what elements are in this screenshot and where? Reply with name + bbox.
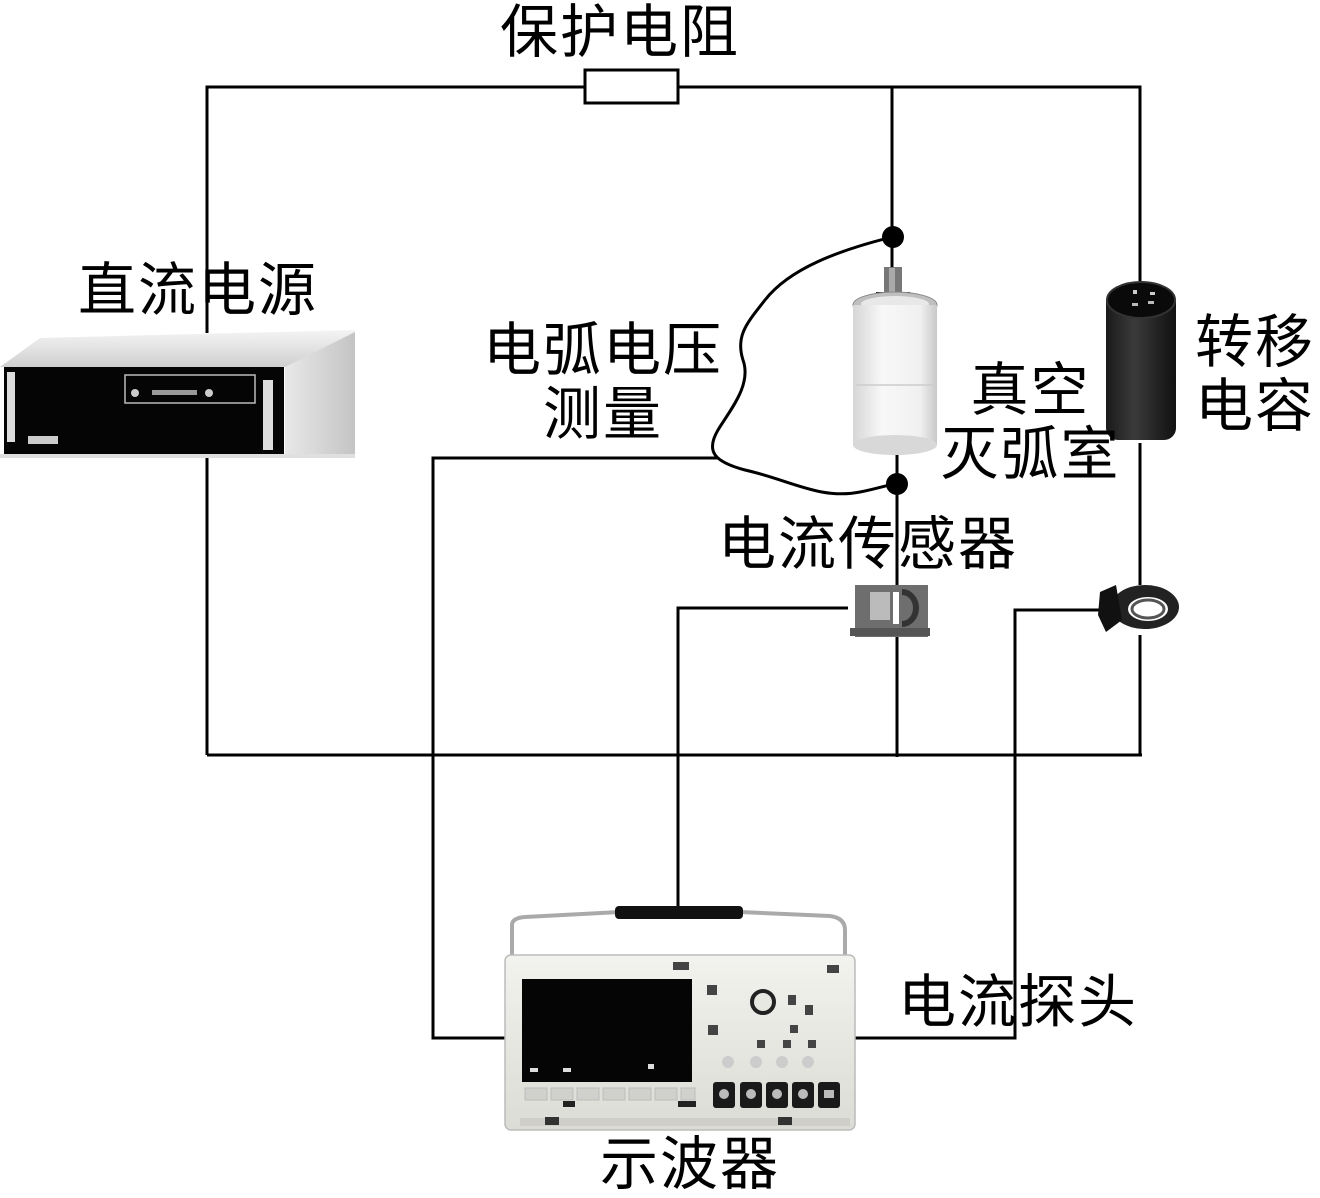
vacuum-interrupter-label-line-2: 灭弧室 xyxy=(940,420,1121,488)
transfer-capacitor-label: 转移 电容 xyxy=(1195,310,1315,438)
wire-psu-to-resistor xyxy=(205,85,585,333)
wire-sensor-to-oscilloscope xyxy=(676,606,848,910)
current-probe-label: 电流探头 xyxy=(898,968,1139,1036)
wire-arc-voltage-to-oscilloscope xyxy=(431,456,718,1040)
oscilloscope-label: 示波器 xyxy=(600,1130,781,1198)
transfer-capacitor-image xyxy=(1106,281,1176,440)
wires xyxy=(205,85,1142,1040)
wire-resistor-to-capacitor xyxy=(678,85,1142,285)
protective-resistor-label: 保护电阻 xyxy=(500,0,741,66)
vacuum-interrupter-label: 真空 灭弧室 xyxy=(938,358,1123,486)
dc-power-supply-image xyxy=(0,330,355,458)
oscilloscope-image xyxy=(504,906,856,1131)
transfer-capacitor-label-line-2: 电容 xyxy=(1195,372,1316,440)
arc-voltage-measurement-label-line-1: 电弧电压 xyxy=(482,316,723,384)
transfer-capacitor-label-line-1: 转移 xyxy=(1195,308,1316,376)
wire-arc-voltage-loop xyxy=(711,235,898,496)
current-probe-image xyxy=(1098,585,1179,632)
vacuum-interrupter-label-line-1: 真空 xyxy=(970,356,1091,424)
wire-probe-to-oscilloscope xyxy=(855,608,1100,1040)
current-sensor-label: 电流传感器 xyxy=(718,510,1019,578)
junction-dot-bottom xyxy=(886,473,908,495)
current-sensor-image xyxy=(850,585,930,637)
vacuum-interrupter-image xyxy=(852,267,938,455)
dc-power-supply-label: 直流电源 xyxy=(78,256,319,324)
protective-resistor-symbol xyxy=(583,68,680,105)
junction-dot-top xyxy=(882,226,904,248)
arc-voltage-measurement-label: 电弧电压 测量 xyxy=(478,318,728,446)
arc-voltage-measurement-label-line-2: 测量 xyxy=(542,380,663,448)
